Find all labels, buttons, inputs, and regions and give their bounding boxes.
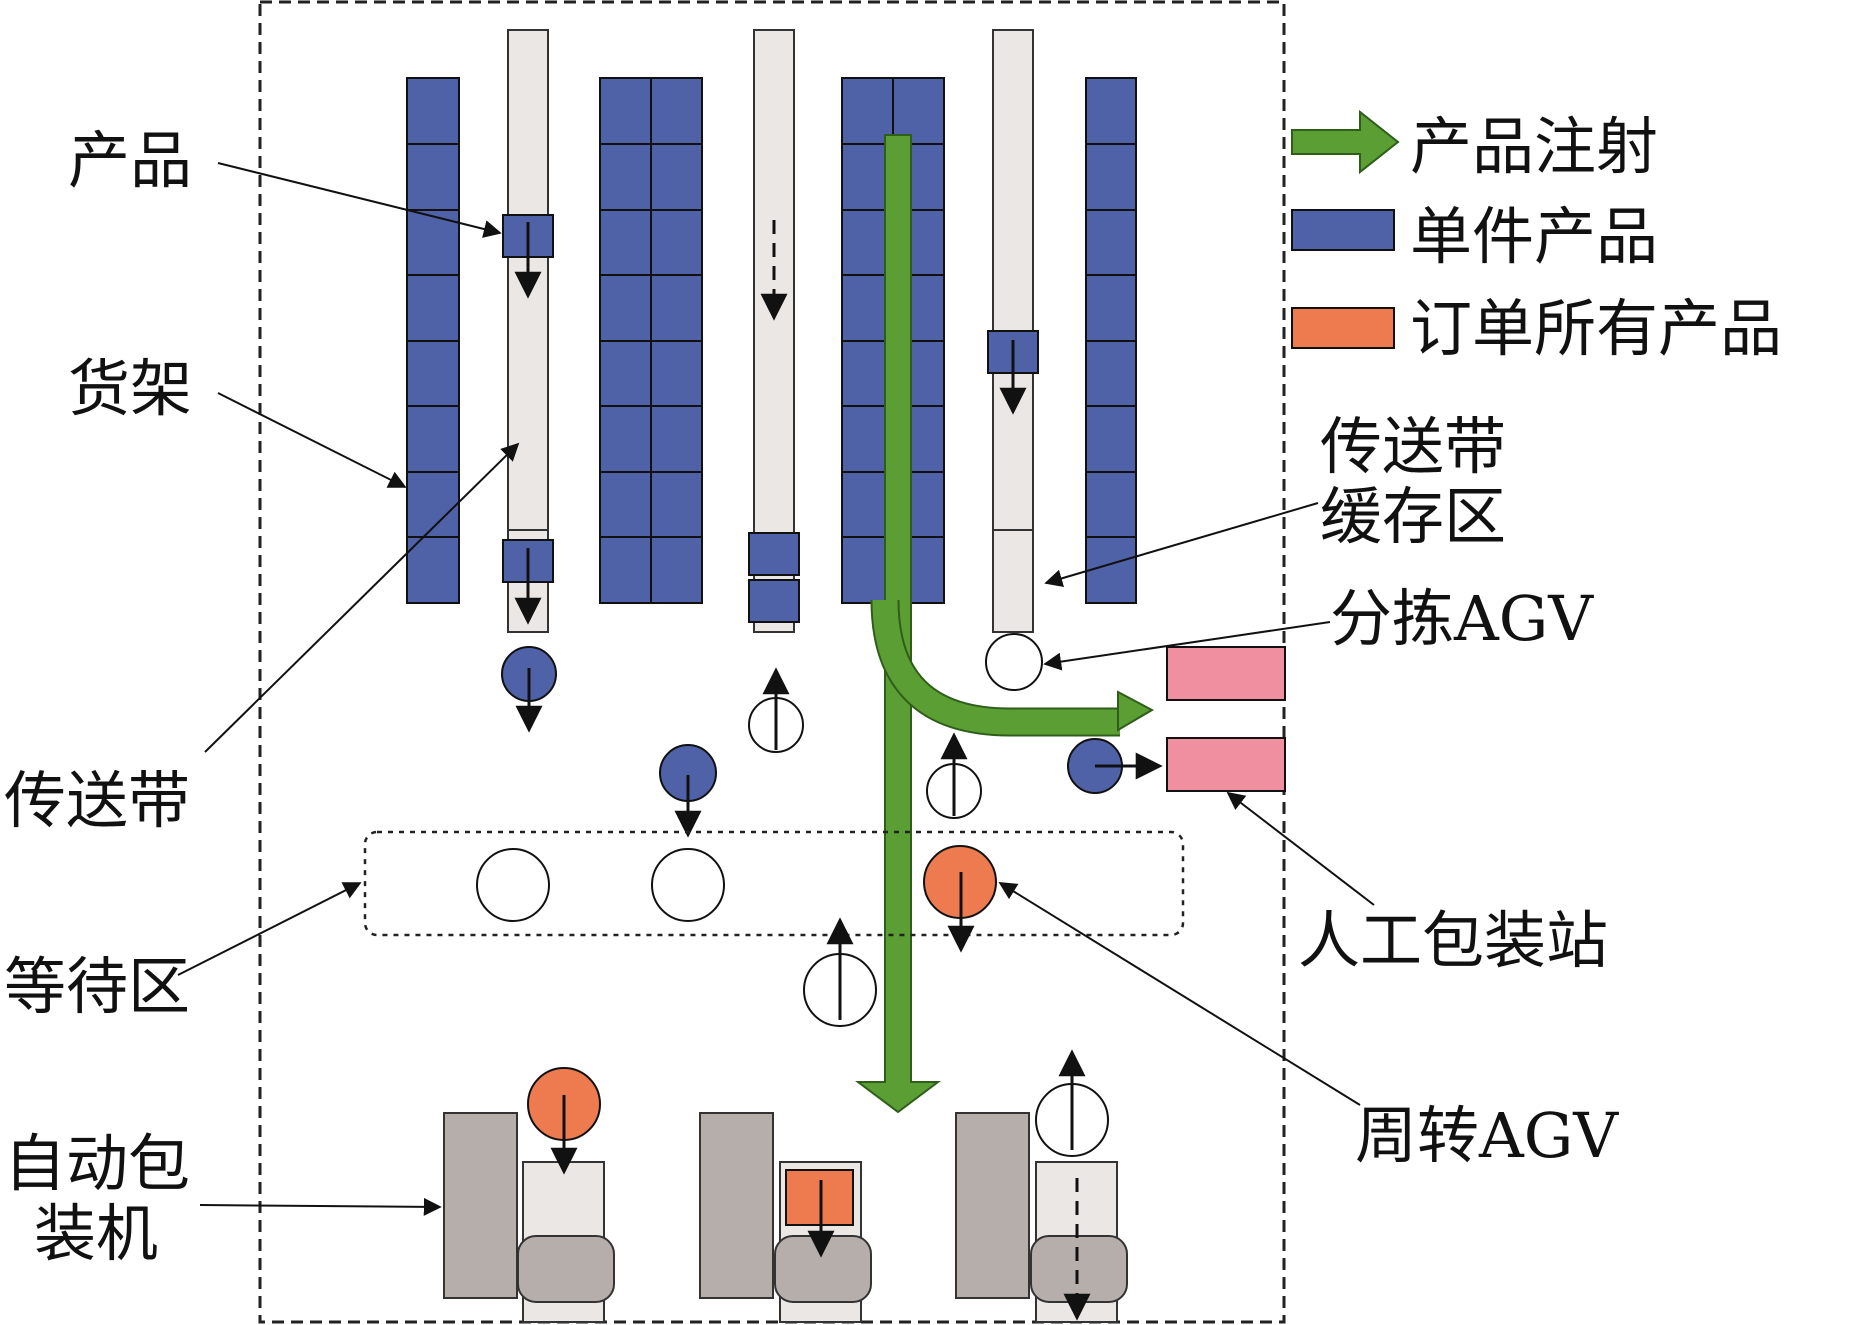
- sorting-agv: [501, 646, 557, 733]
- label-sorting-agv: 分拣AGV: [1330, 582, 1594, 655]
- label-buffer-2: 缓存区: [1320, 480, 1506, 553]
- product-item: [748, 579, 800, 623]
- legend-label-injection: 产品注射: [1410, 110, 1658, 183]
- label-buffer-1: 传送带: [1320, 410, 1506, 483]
- label-waiting-area: 等待区: [4, 950, 190, 1023]
- conveyor-1: [502, 29, 554, 633]
- label-product: 产品: [68, 124, 192, 197]
- legend-label-order: 订单所有产品: [1410, 292, 1782, 365]
- sorting-agv: [926, 732, 982, 819]
- label-shelf: 货架: [68, 352, 192, 425]
- conveyor-3: [987, 29, 1039, 633]
- label-transfer-agv: 周转AGV: [1355, 1099, 1619, 1172]
- green-arrow-icon: [1291, 109, 1400, 175]
- auto-packer-1: [443, 1067, 615, 1323]
- manual-station: [1166, 646, 1286, 701]
- label-manual-station: 人工包装站: [1298, 904, 1608, 977]
- manual-station: [1166, 737, 1286, 792]
- sorting-agv: [1067, 738, 1163, 794]
- auto-packer-2: [699, 1112, 872, 1323]
- orange-rect-icon: [1291, 307, 1395, 349]
- label-auto-packer-1: 自动包: [4, 1127, 190, 1200]
- sorting-agv: [659, 744, 717, 838]
- sorting-agv: [985, 633, 1043, 691]
- label-auto-packer-2: 装机: [34, 1197, 158, 1270]
- waiting-area: [363, 830, 1185, 937]
- shelf-2: [599, 77, 703, 604]
- legend: 产品注射 单件产品 订单所有产品: [1291, 109, 1782, 365]
- transfer-agv: [923, 845, 997, 953]
- product-injection-arrow: [855, 134, 1155, 1114]
- shelf-4: [1085, 77, 1137, 604]
- transfer-agv: [476, 848, 550, 922]
- legend-label-single: 单件产品: [1410, 200, 1658, 273]
- label-conveyor: 传送带: [4, 764, 190, 837]
- conveyor-2: [748, 29, 800, 633]
- shelf-1: [406, 77, 460, 604]
- transfer-agv: [651, 848, 725, 922]
- sorting-agv: [748, 667, 804, 753]
- product-item: [748, 532, 800, 576]
- blue-rect-icon: [1291, 209, 1395, 251]
- auto-packer-3: [955, 1049, 1128, 1323]
- transfer-agv: [803, 917, 877, 1027]
- leader-lines: [177, 162, 1375, 1216]
